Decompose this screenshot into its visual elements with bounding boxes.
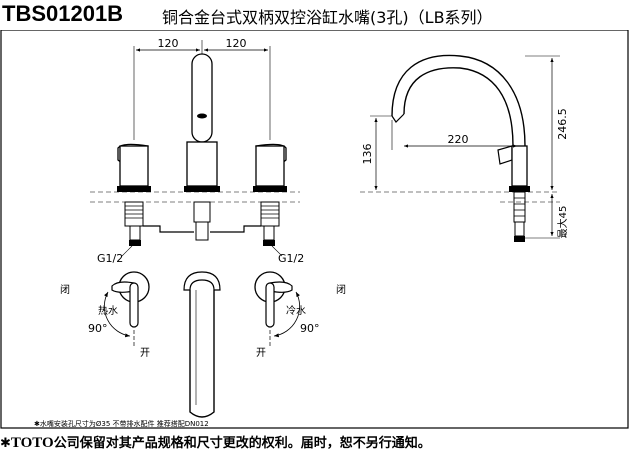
dim-right-label: 120 (226, 37, 247, 50)
installation-note: ✱水嘴安装孔尺寸为Ø35 不带排水配件 推荐搭配DN012 (34, 420, 209, 428)
rotation-arc-right (273, 291, 300, 338)
height-low-label: 136 (361, 144, 374, 165)
max-thickness-label: 最大45 (556, 206, 569, 239)
dim-left-label: 120 (158, 37, 179, 50)
spout-outlet (197, 113, 207, 119)
footer-brand: TOTO (10, 435, 54, 451)
inlet-nut-left (129, 240, 141, 246)
angle-left-label: 90° (88, 322, 108, 335)
side-view: 220 136 246.5 最大45 (360, 54, 569, 242)
top-handle-right-open-position (265, 282, 275, 328)
valve-body-right (255, 145, 285, 187)
cold-water-label: 冷水 (286, 304, 306, 317)
inlet-nut-right (263, 240, 275, 246)
side-shank (513, 191, 526, 223)
front-view: 120 120 (90, 37, 304, 265)
closed-left-label: 闭 (60, 283, 70, 296)
valve-base-right (253, 186, 287, 192)
reach-label: 220 (448, 133, 469, 146)
side-base (509, 186, 530, 192)
inlet-right (263, 225, 275, 241)
closed-right-label: 闭 (336, 283, 346, 296)
spout-tip (391, 113, 405, 123)
spout-body (186, 141, 218, 187)
hose-left (143, 225, 194, 233)
hose-right (210, 225, 261, 233)
spout-arch-outer (391, 54, 526, 147)
spout (191, 53, 213, 143)
thread-right-label: G1/2 (278, 252, 304, 265)
footer-text: 公司保留对其产品规格和尺寸更改的权利。届时，恕不另行通知。 (53, 436, 431, 451)
shank-center (193, 201, 211, 223)
valve-body-left (119, 145, 149, 187)
open-left-label: 开 (140, 348, 150, 359)
top-handle-left-open-position (129, 282, 139, 328)
valve-base-left (117, 186, 151, 192)
product-title: 铜合金台式双柄双控浴缸水嘴(3孔)（LB系列） (162, 8, 493, 27)
technical-drawing: 120 120 (0, 30, 629, 429)
height-total-label: 246.5 (556, 108, 569, 140)
side-body (511, 145, 528, 187)
thread-left-label: G1/2 (97, 252, 123, 265)
inlet-left (129, 225, 141, 241)
rotation-arc-left (104, 291, 131, 338)
top-spout-base (183, 271, 221, 291)
header: TBS01201B 铜合金台式双柄双控浴缸水嘴(3孔)（LB系列） (0, 0, 630, 30)
top-spout-arm (189, 290, 215, 418)
drawing-frame (0, 30, 629, 429)
side-inlet (514, 221, 525, 237)
side-inlet-nut (514, 236, 525, 242)
side-handle (497, 145, 513, 165)
top-view: 闭 热水 90° 开 闭 冷水 90° 开 (60, 271, 346, 418)
tee-fitting (195, 221, 209, 241)
hot-water-label: 热水 (98, 304, 118, 317)
footer-disclaimer: ✱TOTO公司保留对其产品规格和尺寸更改的权利。届时，恕不另行通知。 (0, 432, 630, 452)
spout-arch-inner (403, 67, 514, 147)
angle-right-label: 90° (300, 322, 320, 335)
spout-base (184, 186, 220, 192)
open-right-label: 开 (256, 348, 266, 359)
model-number: TBS01201B (2, 1, 124, 26)
footer-star: ✱ (0, 436, 11, 451)
